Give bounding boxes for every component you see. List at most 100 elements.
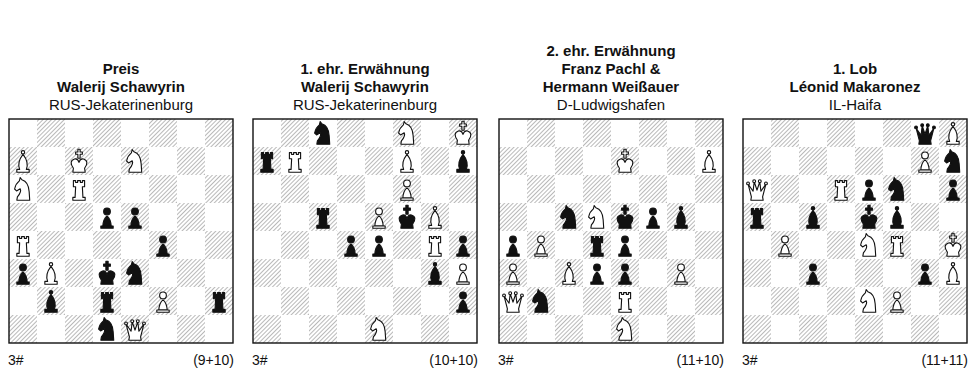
board-square [365,287,393,315]
board-square [309,147,337,175]
board-square [309,259,337,287]
chess-piece [619,264,631,284]
chess-piece [401,180,413,200]
board-square [253,287,281,315]
board-square [65,315,93,343]
board-square [393,203,421,231]
chess-piece [861,290,876,313]
board-square [449,287,477,315]
board-square [911,175,939,203]
board-square [639,259,667,287]
board-square [499,287,527,315]
board-square [499,175,527,203]
chess-piece [401,151,413,173]
chess-piece [15,178,30,201]
chess-piece [861,234,876,257]
chess-piece [835,181,847,201]
board-square [743,259,771,287]
chess-piece [17,151,29,173]
stipulation: 3# [498,352,514,368]
board-square [177,315,205,343]
board-square [555,119,583,147]
chess-piece [429,207,441,229]
board-square [743,287,771,315]
board-square [149,259,177,287]
board-square [9,259,37,287]
board-square [253,147,281,175]
author-name: Léonid Makaronez [790,78,921,96]
chess-piece [457,264,469,284]
chess-piece [503,292,524,312]
chess-piece [919,152,931,172]
chess-piece [891,237,903,257]
board-square [611,287,639,315]
board-square [93,119,121,147]
board-square [611,259,639,287]
board-square [855,203,883,231]
board-square [555,175,583,203]
board-square [771,315,799,343]
board-square [281,287,309,315]
board-square [939,119,967,147]
board-square [611,147,639,175]
board-square [883,203,911,231]
board-square [611,119,639,147]
board-square [393,259,421,287]
chess-piece [619,293,631,313]
board-square [205,259,233,287]
piece-count: (10+10) [429,352,478,368]
board-square [667,175,695,203]
chess-piece [889,178,904,201]
chess-piece [261,153,273,173]
chess-piece [457,292,469,312]
chess-piece [289,153,301,173]
board-square [611,315,639,343]
board-square [555,147,583,175]
chess-piece [507,264,519,284]
board-square [827,203,855,231]
board-square [281,315,309,343]
chess-piece [213,293,225,313]
board-square [421,287,449,315]
board-square [667,231,695,259]
problem-heading: PreisWalerij SchawyrinRUS-Jekaterinenbur… [8,6,234,114]
board-square [639,315,667,343]
author-location: RUS-Jekaterinenburg [49,96,193,114]
board-square [583,259,611,287]
board-square [37,147,65,175]
board-square [37,259,65,287]
board-square [121,175,149,203]
board-square [93,203,121,231]
board-square [177,259,205,287]
board-square [667,315,695,343]
board-square [365,203,393,231]
board-square [177,147,205,175]
chess-piece [507,236,519,256]
board-square [65,231,93,259]
board-square [527,259,555,287]
author-name: Franz Pachl & Hermann Weißauer [536,60,686,96]
board-square [205,287,233,315]
chess-piece [915,124,936,144]
board-square [911,119,939,147]
board-square [855,315,883,343]
board-square [177,287,205,315]
board-square [309,203,337,231]
board-square [639,147,667,175]
board-square [827,119,855,147]
chess-piece [17,237,29,257]
board-square [883,119,911,147]
board-square [449,315,477,343]
board-square [667,203,695,231]
board-square [93,259,121,287]
board-square [121,315,149,343]
board-square [421,147,449,175]
board-square [421,175,449,203]
board-square [499,119,527,147]
board-square [393,315,421,343]
chess-piece [563,263,575,285]
chess-board [498,118,724,344]
board-square [121,147,149,175]
chess-piece [675,207,687,229]
board-square [639,231,667,259]
